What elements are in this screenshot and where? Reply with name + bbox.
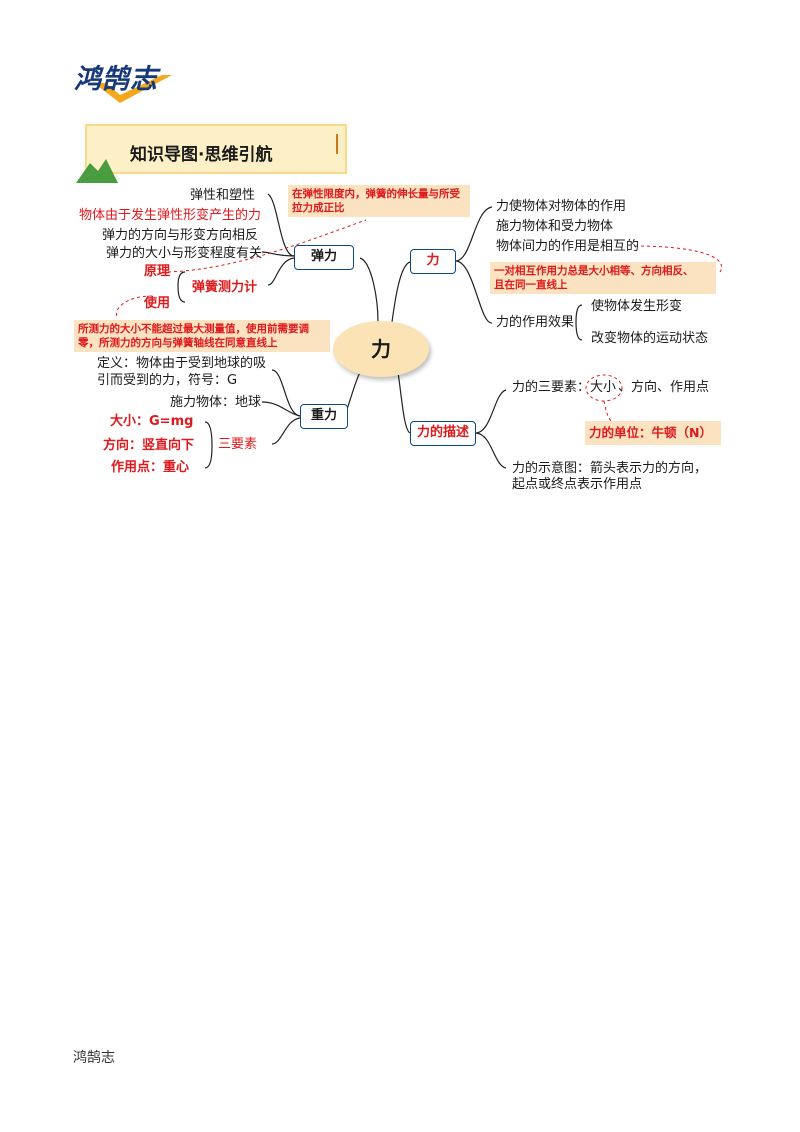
- node-describe: 力的描述: [410, 421, 476, 446]
- force-note-line2: 且在同一直线上: [494, 279, 568, 291]
- elastic-item-3: 弹力的大小与形变程度有关: [106, 246, 263, 261]
- elastic-tool: 弹簧测力计: [192, 280, 258, 295]
- page-title: 知识导图·思维引航: [130, 145, 273, 165]
- mindmap-connectors: [116, 193, 723, 469]
- describe-size: 大小: [590, 380, 617, 395]
- force-item-0: 力使物体对物体的作用: [496, 199, 627, 214]
- logo-text: 鸿鹄志: [74, 64, 158, 95]
- elastic-item-1: 物体由于发生弹性形变产生的力: [79, 208, 262, 223]
- describe-three-prefix: 力的三要素：: [512, 380, 591, 395]
- describe-rest: 、方向、作用点: [618, 380, 710, 395]
- gravity-applier: 施力物体：地球: [170, 395, 262, 410]
- node-force: 力: [410, 249, 456, 274]
- banner: [85, 124, 347, 174]
- force-effect-item-0: 使物体发生形变: [591, 299, 683, 314]
- elastic-note-top: 在弹性限度内，弹簧的伸长量与所受拉力成正比: [288, 185, 470, 217]
- gravity-size: 大小：G=mg: [110, 414, 194, 429]
- footer-text: 鸿鹄志: [73, 1050, 115, 1066]
- force-item-2: 物体间力的作用是相互的: [496, 239, 640, 254]
- force-note: 一对相互作用力总是大小相等、方向相反、 且在同一直线上: [490, 262, 716, 294]
- mountain-icon: [76, 159, 118, 183]
- gravity-definition-line1: 定义：物体由于受到地球的吸: [97, 356, 267, 371]
- banner-accent: [336, 134, 338, 154]
- gravity-definition-line2: 引而受到的力，符号：G: [97, 373, 238, 388]
- elastic-use: 使用: [144, 296, 171, 311]
- elastic-item-0: 弹性和塑性: [190, 188, 256, 203]
- gravity-point: 作用点：重心: [111, 460, 190, 475]
- force-effect: 力的作用效果: [496, 315, 575, 330]
- node-gravity: 重力: [300, 404, 348, 429]
- central-topic: 力: [333, 321, 429, 377]
- logo-check-icon: [94, 75, 172, 103]
- force-effect-item-1: 改变物体的运动状态: [591, 331, 709, 346]
- force-item-1: 施力物体和受力物体: [496, 219, 614, 234]
- elastic-note-bottom: 所测力的大小不能超过最大测量值，使用前需要调零，所测力的方向与弹簧轴线在同意直线…: [74, 320, 330, 352]
- force-note-line1: 一对相互作用力总是大小相等、方向相反、: [494, 265, 694, 277]
- elastic-item-2: 弹力的方向与形变方向相反: [102, 228, 259, 243]
- node-elastic: 弹力: [294, 245, 354, 270]
- elastic-principle: 原理: [144, 264, 171, 279]
- gravity-direction: 方向：竖直向下: [103, 438, 195, 453]
- logo: 鸿鹄志: [72, 55, 184, 107]
- gravity-three-elements: 三要素: [218, 437, 258, 452]
- describe-diagram-line1: 力的示意图：箭头表示力的方向，: [512, 461, 708, 476]
- describe-unit-note: 力的单位：牛顿（N）: [585, 421, 721, 445]
- describe-diagram-line2: 起点或终点表示作用点: [512, 477, 643, 492]
